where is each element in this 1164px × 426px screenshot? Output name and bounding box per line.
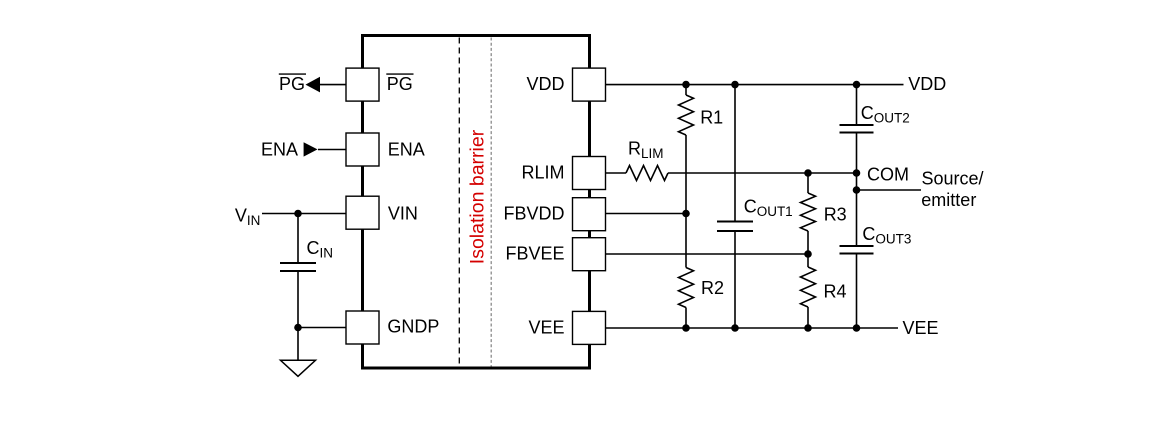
svg-text:COM: COM [867, 165, 909, 185]
svg-text:ENA: ENA [261, 140, 298, 160]
svg-text:Isolation barrier: Isolation barrier [467, 129, 489, 264]
svg-text:PG: PG [279, 74, 305, 94]
svg-text:PG: PG [387, 74, 413, 94]
svg-text:V: V [235, 205, 247, 225]
svg-text:GNDP: GNDP [387, 317, 439, 337]
svg-text:LIM: LIM [641, 146, 664, 161]
svg-text:FBVDD: FBVDD [503, 204, 564, 224]
svg-text:R: R [628, 139, 641, 159]
svg-text:ENA: ENA [388, 140, 425, 160]
svg-text:VEE: VEE [903, 318, 939, 338]
svg-text:FBVEE: FBVEE [505, 244, 564, 264]
svg-text:OUT1: OUT1 [757, 204, 793, 219]
svg-text:VDD: VDD [526, 74, 564, 94]
svg-text:IN: IN [320, 245, 334, 260]
svg-text:IN: IN [247, 213, 261, 228]
svg-text:R3: R3 [824, 204, 847, 224]
svg-text:VDD: VDD [908, 74, 946, 94]
svg-text:R2: R2 [701, 278, 724, 298]
svg-text:emitter: emitter [921, 190, 976, 210]
svg-text:RLIM: RLIM [521, 163, 564, 183]
svg-text:C: C [744, 197, 757, 217]
svg-text:VIN: VIN [388, 204, 418, 224]
svg-text:C: C [862, 224, 875, 244]
svg-text:R1: R1 [700, 108, 723, 128]
svg-text:Source/: Source/ [922, 169, 984, 189]
svg-text:R4: R4 [824, 282, 847, 302]
svg-text:OUT3: OUT3 [875, 232, 911, 247]
svg-text:C: C [307, 238, 320, 258]
svg-text:OUT2: OUT2 [874, 111, 910, 126]
svg-text:VEE: VEE [528, 317, 564, 337]
svg-text:C: C [861, 103, 874, 123]
